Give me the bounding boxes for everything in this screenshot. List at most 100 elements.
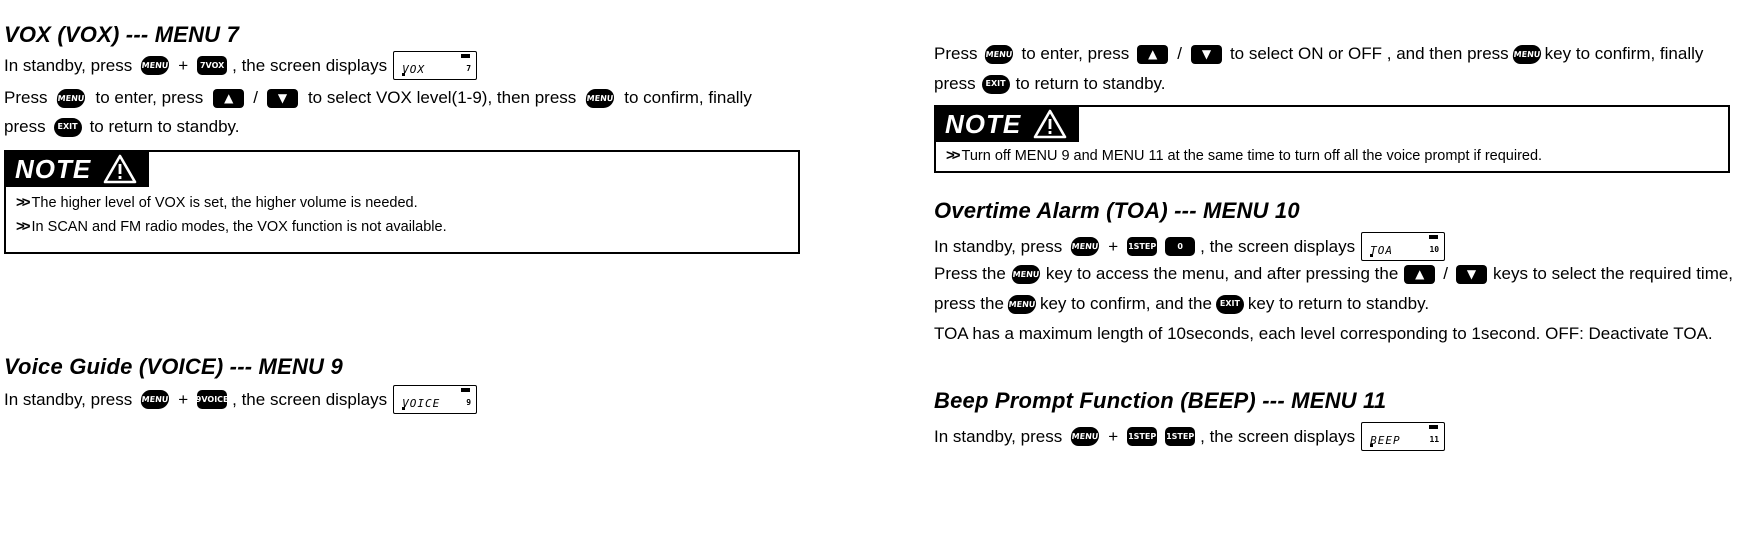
double-chevron-icon: >>	[946, 147, 960, 164]
text: to enter, press	[1021, 44, 1130, 63]
beep-heading: Beep Prompt Function (BEEP) --- MENU 11	[934, 388, 1387, 413]
warning-triangle-icon	[103, 154, 137, 184]
key-0-icon: 0	[1165, 237, 1196, 256]
text: Press the	[934, 264, 1006, 283]
plus-sign: +	[1108, 426, 1119, 446]
vox-note-box: NOTE >> The higher level of VOX is set, …	[4, 150, 800, 254]
slash: /	[1443, 264, 1449, 283]
slash: /	[1177, 44, 1182, 63]
text: keys to select the required time,	[1493, 264, 1734, 283]
toa-line-1: In standby, press MENU + 1STEP 0 , the s…	[934, 232, 1446, 261]
text: Press	[4, 88, 48, 107]
down-arrow-key-icon: ▼	[1190, 44, 1222, 64]
note-text: In SCAN and FM radio modes, the VOX func…	[31, 218, 447, 235]
menu-key-icon: MENU	[140, 390, 171, 409]
key-1-step-icon: 1STEP	[1165, 427, 1196, 446]
battery-icon	[461, 54, 471, 58]
text: key to confirm, and the	[1039, 294, 1212, 313]
exit-key-icon: EXIT	[53, 117, 82, 137]
note-tab: NOTE	[935, 106, 1080, 142]
toa-heading: Overtime Alarm (TOA) --- MENU 10	[934, 198, 1300, 223]
lcd-text: VOICE	[402, 397, 441, 410]
note-item: >> Turn off MENU 9 and MENU 11 at the sa…	[946, 147, 1542, 164]
lcd-dot	[1370, 254, 1374, 257]
text: to return to standby.	[1015, 74, 1166, 93]
key-9-voice-icon: 9VOICE	[196, 390, 229, 409]
text: press	[4, 117, 46, 136]
voice-heading: Voice Guide (VOICE) --- MENU 9	[4, 354, 343, 379]
vox-line-1: In standby, press MENU + 7VOX , the scre…	[4, 51, 478, 80]
lcd-channel: 9	[466, 398, 472, 407]
text: key to access the menu, and after pressi…	[1045, 264, 1399, 283]
lcd-text: TOA	[1370, 244, 1393, 257]
plus-sign: +	[178, 389, 189, 409]
vox-line-2: Press MENU to enter, press ▲ / ▼ to sele…	[4, 87, 752, 109]
text: , the screen displays	[1200, 236, 1356, 256]
text: , the screen displays	[1200, 426, 1356, 446]
text: , the screen displays	[232, 55, 388, 75]
toa-line-4: TOA has a maximum length of 10seconds, e…	[934, 324, 1713, 343]
note-label: NOTE	[15, 153, 92, 184]
down-arrow-key-icon: ▼	[1456, 264, 1488, 284]
double-chevron-icon: >>	[16, 218, 30, 235]
toa-line-2: Press the MENU key to access the menu, a…	[934, 263, 1733, 285]
exit-key-icon: EXIT	[1215, 294, 1244, 314]
text: In standby, press	[934, 236, 1063, 256]
lcd-channel: 7	[466, 64, 472, 73]
battery-icon	[1429, 425, 1439, 429]
menu-key-icon: MENU	[1070, 427, 1101, 446]
vox-heading: VOX (VOX) --- MENU 7	[4, 22, 240, 47]
up-arrow-key-icon: ▲	[1137, 44, 1169, 64]
note-text: Turn off MENU 9 and MENU 11 at the same …	[961, 147, 1543, 164]
text: to enter, press	[95, 88, 204, 107]
voice-line-1: In standby, press MENU + 9VOICE , the sc…	[4, 385, 478, 414]
note-tab: NOTE	[5, 151, 150, 187]
menu-key-icon: MENU	[1006, 294, 1037, 314]
lcd-text: BEEP	[1370, 434, 1401, 447]
menu-key-icon: MENU	[56, 88, 87, 108]
battery-icon	[1429, 235, 1439, 239]
text: to select VOX level(1-9), then press	[307, 88, 577, 107]
plus-sign: +	[178, 55, 189, 75]
key-1-step-icon: 1STEP	[1127, 237, 1158, 256]
text: In standby, press	[4, 389, 133, 409]
beep-line-1: In standby, press MENU + 1STEP 1STEP , t…	[934, 422, 1446, 451]
down-arrow-key-icon: ▼	[266, 88, 298, 108]
text: to confirm, finally	[624, 88, 752, 107]
lcd-channel: 10	[1429, 245, 1440, 254]
menu-key-icon: MENU	[984, 44, 1015, 64]
lcd-display-icon: VOICE 9	[393, 385, 478, 414]
vox-line-3: press EXIT to return to standby.	[4, 116, 240, 138]
note-item: >> The higher level of VOX is set, the h…	[16, 194, 418, 211]
lcd-dot	[1370, 444, 1374, 447]
menu-key-icon: MENU	[140, 56, 171, 75]
text: press	[934, 74, 976, 93]
text: , the screen displays	[232, 389, 388, 409]
exit-key-icon: EXIT	[981, 74, 1010, 94]
text: In standby, press	[4, 55, 133, 75]
slash: /	[253, 88, 258, 107]
text: key to confirm, finally	[1544, 44, 1704, 63]
up-arrow-key-icon: ▲	[213, 88, 245, 108]
menu-key-icon: MENU	[1010, 264, 1041, 284]
toa-line-3: press the MENU key to confirm, and the E…	[934, 293, 1429, 315]
up-arrow-key-icon: ▲	[1404, 264, 1436, 284]
voice-note-box: NOTE >> Turn off MENU 9 and MENU 11 at t…	[934, 105, 1730, 173]
key-7-vox-icon: 7VOX	[197, 56, 228, 75]
lcd-text: VOX	[402, 63, 425, 76]
lcd-dot	[402, 407, 406, 410]
lcd-channel: 11	[1429, 435, 1440, 444]
battery-icon	[461, 388, 471, 392]
voice-cont-line-1: Press MENU to enter, press ▲ / ▼ to sele…	[934, 43, 1703, 65]
text: to return to standby.	[89, 117, 240, 136]
menu-key-icon: MENU	[585, 88, 616, 108]
plus-sign: +	[1108, 236, 1119, 256]
text: Press	[934, 44, 978, 63]
key-1-step-icon: 1STEP	[1127, 427, 1158, 446]
voice-cont-line-2: press EXIT to return to standby.	[934, 73, 1166, 95]
text: press the	[934, 294, 1004, 313]
lcd-display-icon: BEEP 11	[1361, 422, 1446, 451]
double-chevron-icon: >>	[16, 194, 30, 211]
lcd-dot	[402, 73, 406, 76]
text: to select ON or OFF , and then press	[1229, 44, 1509, 63]
